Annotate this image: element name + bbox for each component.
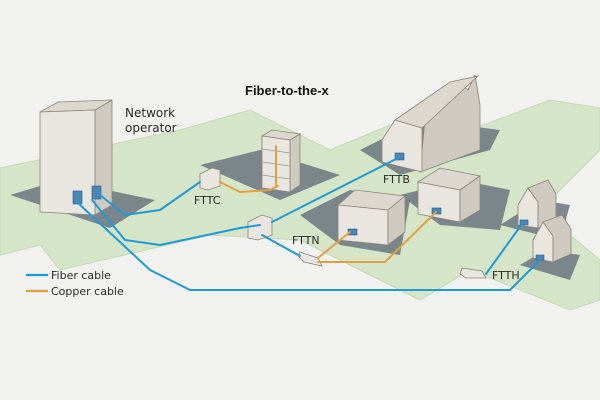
fttn-building-1 — [337, 189, 406, 246]
fiber-cables — [77, 157, 541, 291]
legend-copper-label: Copper cable — [51, 285, 124, 298]
fttb-factory-building — [381, 73, 481, 173]
ftth-label: FTTH — [492, 269, 520, 282]
ftth-house-2 — [532, 214, 572, 263]
operator-port-1 — [72, 190, 83, 205]
legend-fiber-label: Fiber cable — [51, 269, 111, 282]
fttc-rack-building — [260, 129, 302, 193]
legend: Fiber cable Copper cable — [26, 269, 124, 298]
fttn-building-2 — [416, 167, 481, 223]
diagram-title: Fiber-to-the-x — [245, 83, 330, 98]
operator-port-2 — [91, 185, 102, 200]
fttn-label: FTTN — [292, 234, 320, 247]
fttn-node — [297, 251, 323, 267]
copper-cables — [219, 145, 437, 263]
fttb-label: FTTB — [383, 173, 410, 186]
fttn-cabinet-1 — [247, 214, 273, 241]
fttc-label: FTTC — [194, 194, 221, 207]
fttc-cabinet — [199, 167, 221, 191]
ftth-node — [459, 267, 487, 279]
ftth-house-1 — [517, 179, 557, 229]
network-operator-label: Network operator — [125, 106, 179, 135]
network-operator-building — [39, 99, 113, 216]
